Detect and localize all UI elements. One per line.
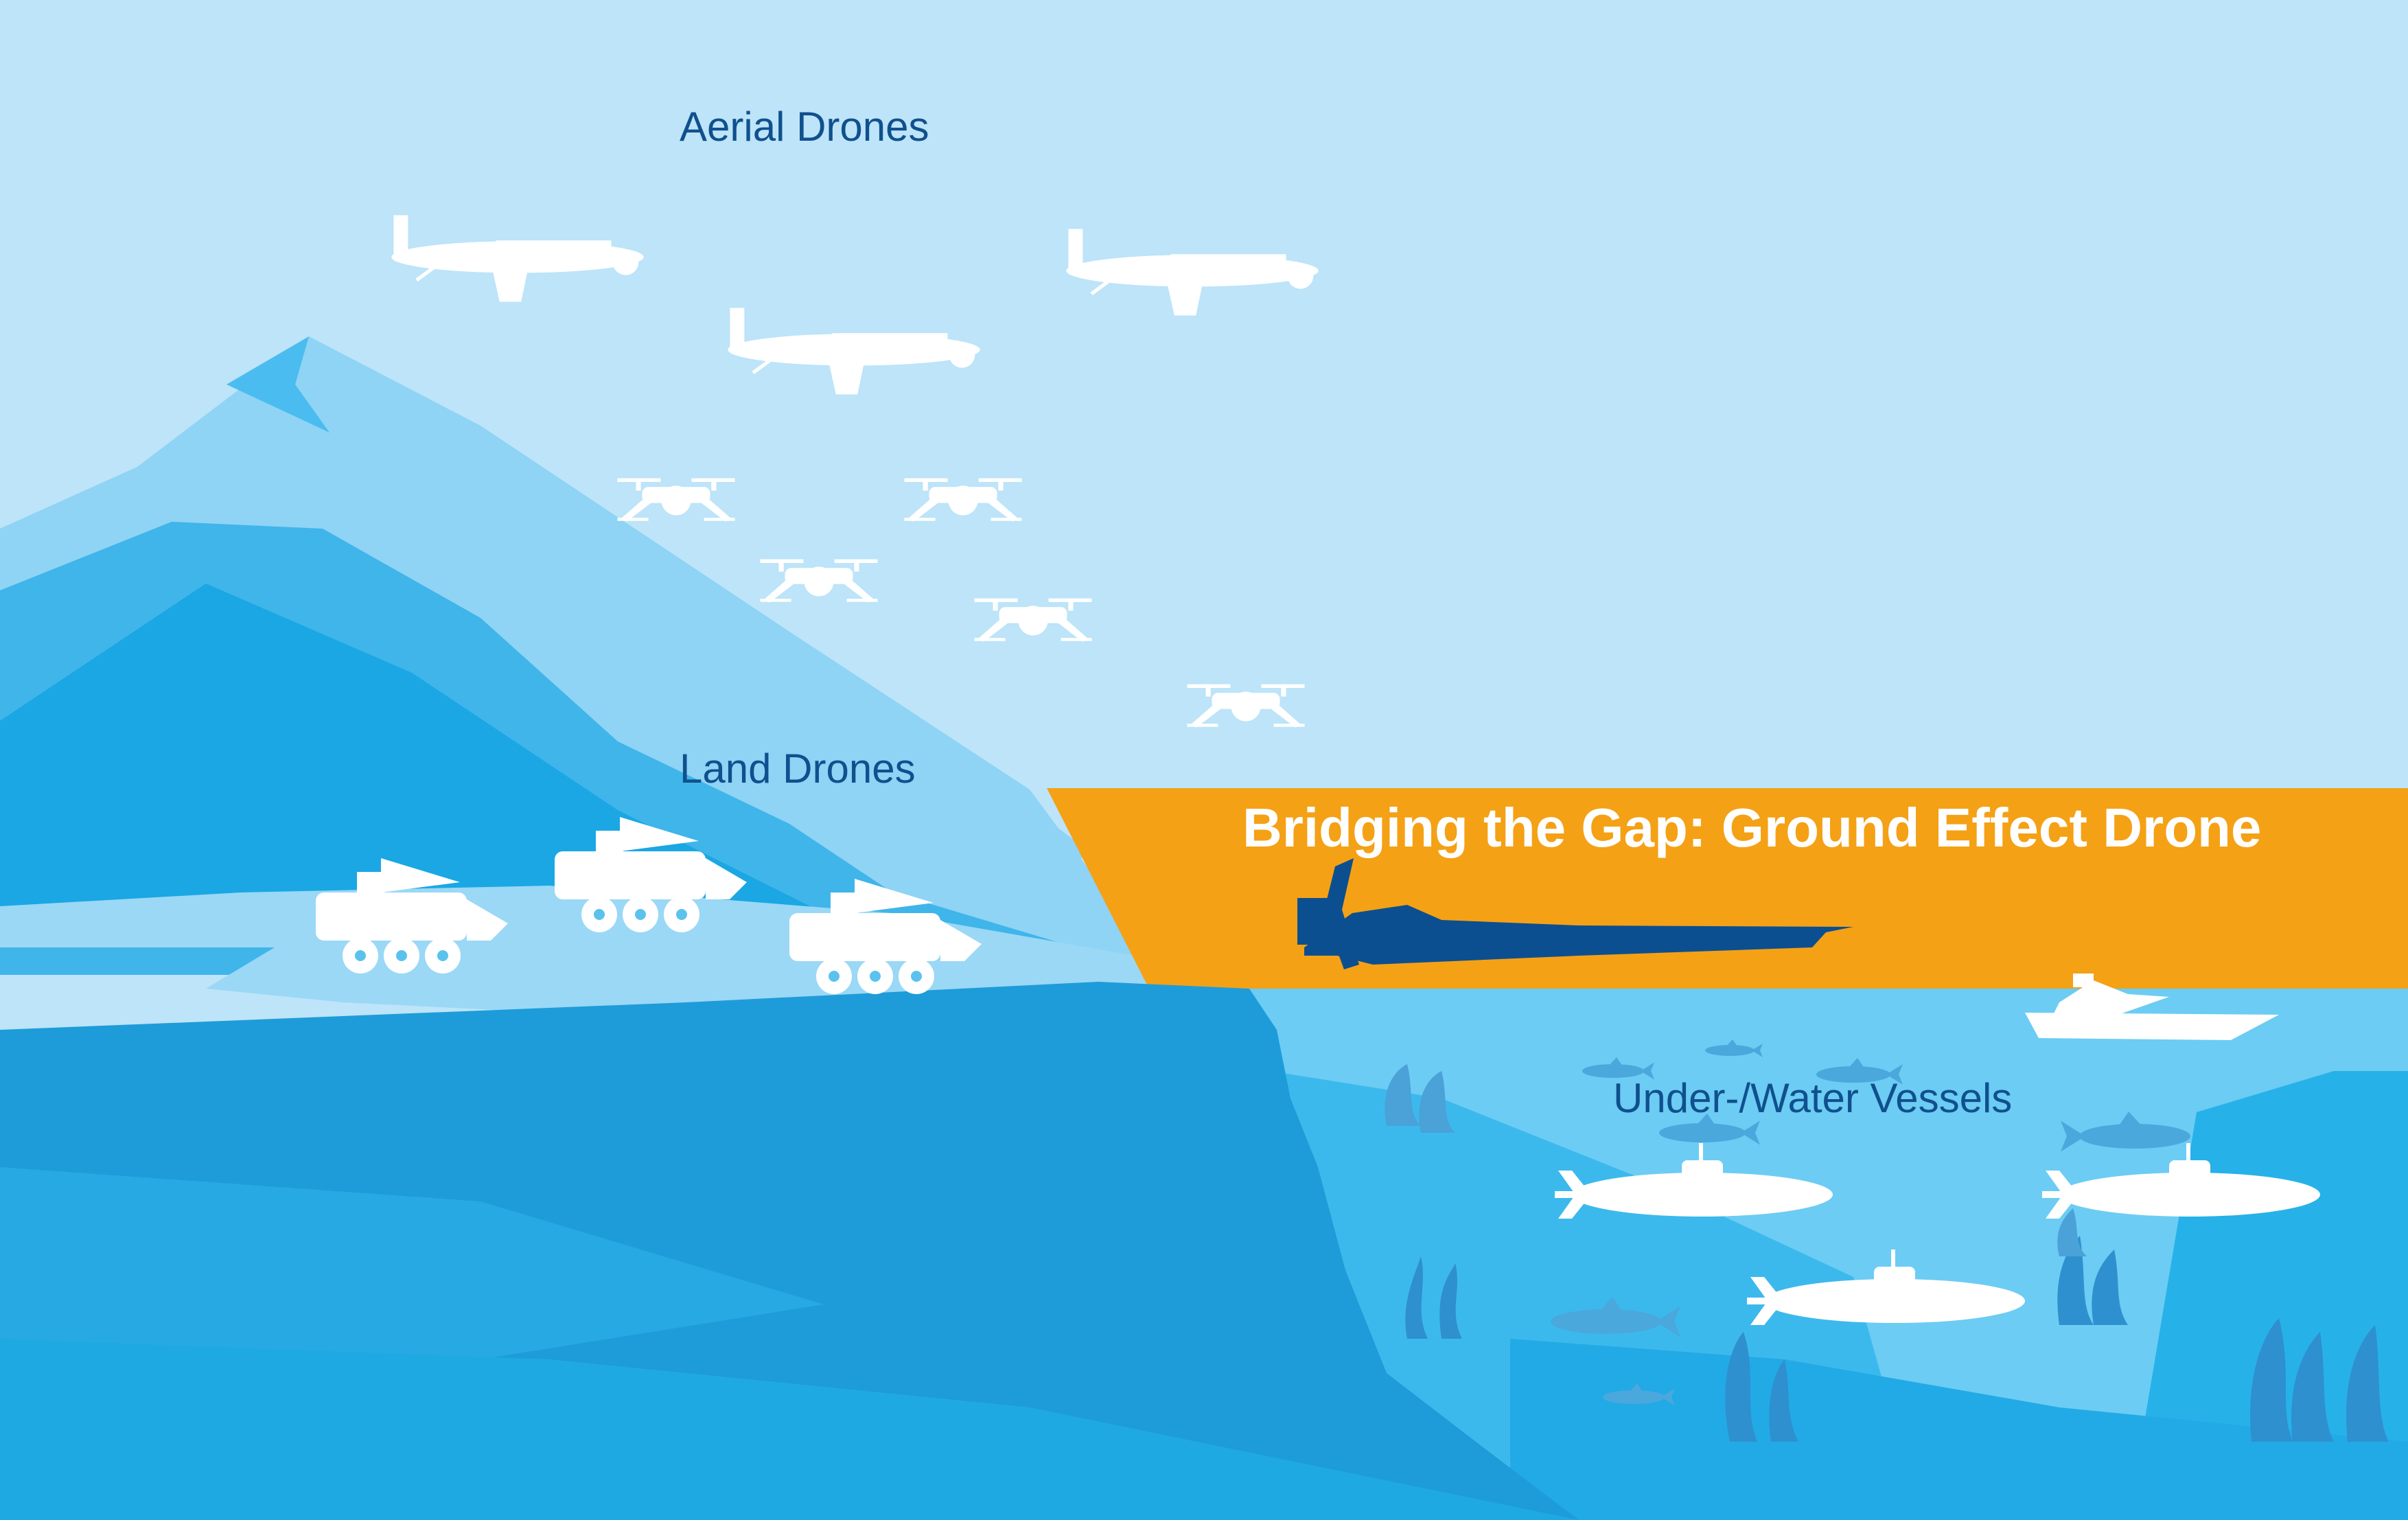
mountain-peak — [227, 336, 329, 433]
coral-icon — [1405, 1236, 2389, 1442]
water-vessels-label: Under-/Water Vessels — [1613, 1075, 2013, 1121]
banner-title: Bridging the Gap: Ground Effect Drone — [1242, 797, 2262, 858]
land-drones-label: Land Drones — [680, 746, 916, 792]
ground-effect-drone-icon — [1297, 858, 1853, 969]
speedboat-icon — [2025, 974, 2279, 1040]
aerial-drones-label: Aerial Drones — [680, 104, 929, 150]
